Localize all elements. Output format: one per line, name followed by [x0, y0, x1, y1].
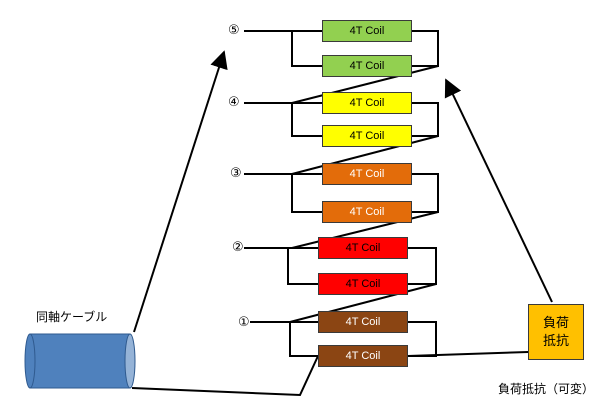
coax-to-stage5-arrow [133, 50, 228, 333]
stage-marker-4: ④ [228, 95, 240, 110]
stage-marker-1: ① [238, 315, 250, 330]
coil-5a: 4T Coil [322, 20, 412, 42]
coil-2a: 4T Coil [318, 237, 408, 259]
coax-label: 同軸ケーブル [36, 310, 108, 324]
stage-marker-3: ③ [230, 166, 242, 181]
load-caption: 負荷抵抗（可変） [498, 382, 595, 396]
coil-1b: 4T Coil [318, 345, 408, 367]
coil-4a: 4T Coil [322, 92, 412, 114]
coil-3b: 4T Coil [322, 201, 412, 223]
coil-3a: 4T Coil [322, 163, 412, 185]
load-box-line2: 抵抗 [542, 334, 569, 349]
load-resistor-box: 負荷 抵抗 [528, 304, 584, 360]
coaxial-cable [24, 333, 136, 389]
load-box-line1: 負荷 [542, 316, 569, 332]
coil-5b: 4T Coil [322, 55, 412, 77]
coil-2b: 4T Coil [318, 273, 408, 295]
coil-1a: 4T Coil [318, 311, 408, 333]
load-to-stage5-arrow [444, 78, 553, 303]
stage-marker-5: ⑤ [228, 23, 240, 38]
coil-4b: 4T Coil [322, 125, 412, 147]
wiring [131, 30, 529, 397]
stage-marker-2: ② [232, 240, 244, 255]
